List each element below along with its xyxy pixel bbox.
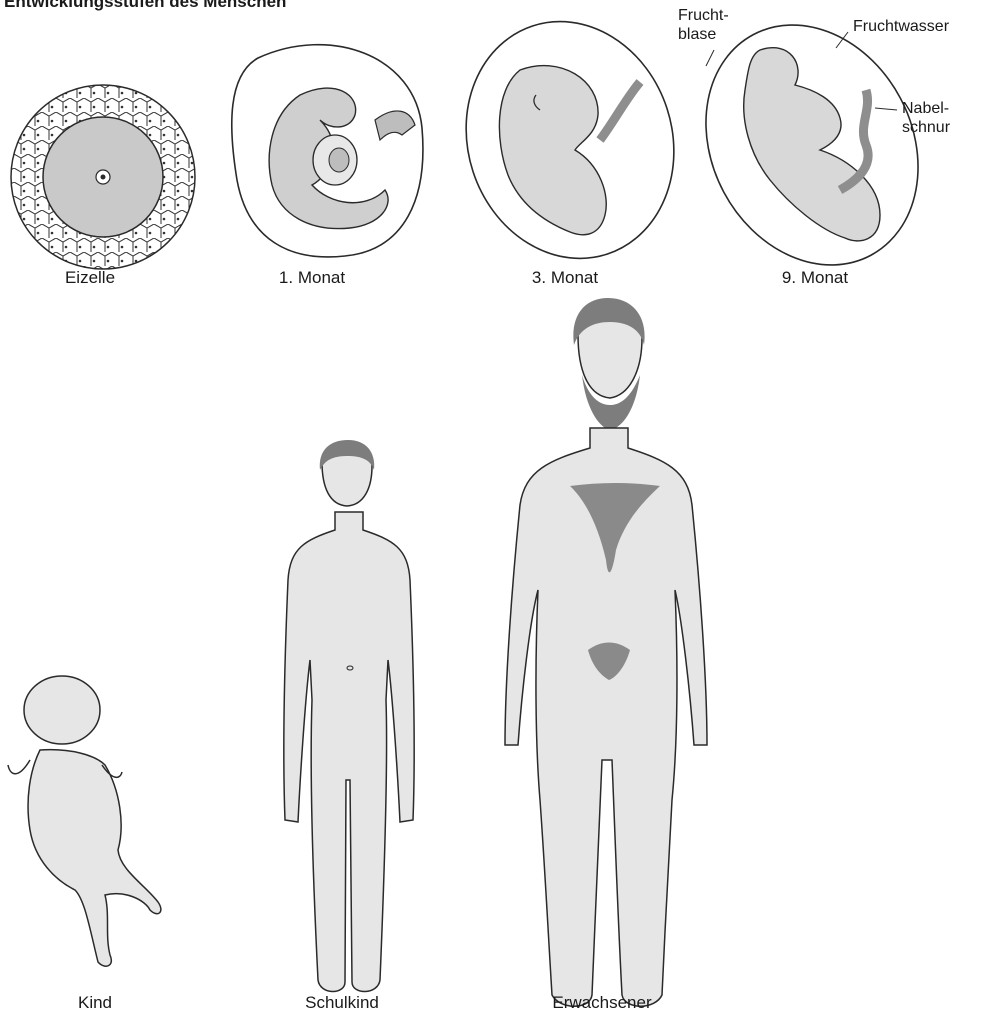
annotation-amniotic-sac-line2: blase bbox=[678, 25, 729, 44]
annotation-umbilical-cord: Nabel- schnur bbox=[902, 99, 950, 137]
embryo-month1-illustration bbox=[232, 45, 423, 257]
label-adult: Erwachsener bbox=[552, 993, 651, 1013]
annotation-umbilical-line2: schnur bbox=[902, 118, 950, 137]
fetus-month9-illustration bbox=[665, 0, 959, 302]
label-egg: Eizelle bbox=[65, 268, 115, 288]
baby-illustration bbox=[8, 676, 161, 966]
egg-cell-illustration bbox=[11, 85, 195, 269]
label-schoolchild: Schulkind bbox=[305, 993, 379, 1013]
annotation-amniotic-sac: Frucht- blase bbox=[678, 6, 729, 44]
fetus-month3-illustration bbox=[436, 0, 704, 286]
adult-illustration bbox=[505, 298, 707, 1006]
label-month1: 1. Monat bbox=[279, 268, 345, 288]
annotation-amniotic-sac-line1: Frucht- bbox=[678, 6, 729, 25]
annotation-umbilical-line1: Nabel- bbox=[902, 99, 950, 118]
label-month9: 9. Monat bbox=[782, 268, 848, 288]
label-month3: 3. Monat bbox=[532, 268, 598, 288]
annotation-amniotic-fluid: Fruchtwasser bbox=[853, 17, 949, 36]
label-child: Kind bbox=[78, 993, 112, 1013]
schoolchild-illustration bbox=[284, 440, 414, 992]
